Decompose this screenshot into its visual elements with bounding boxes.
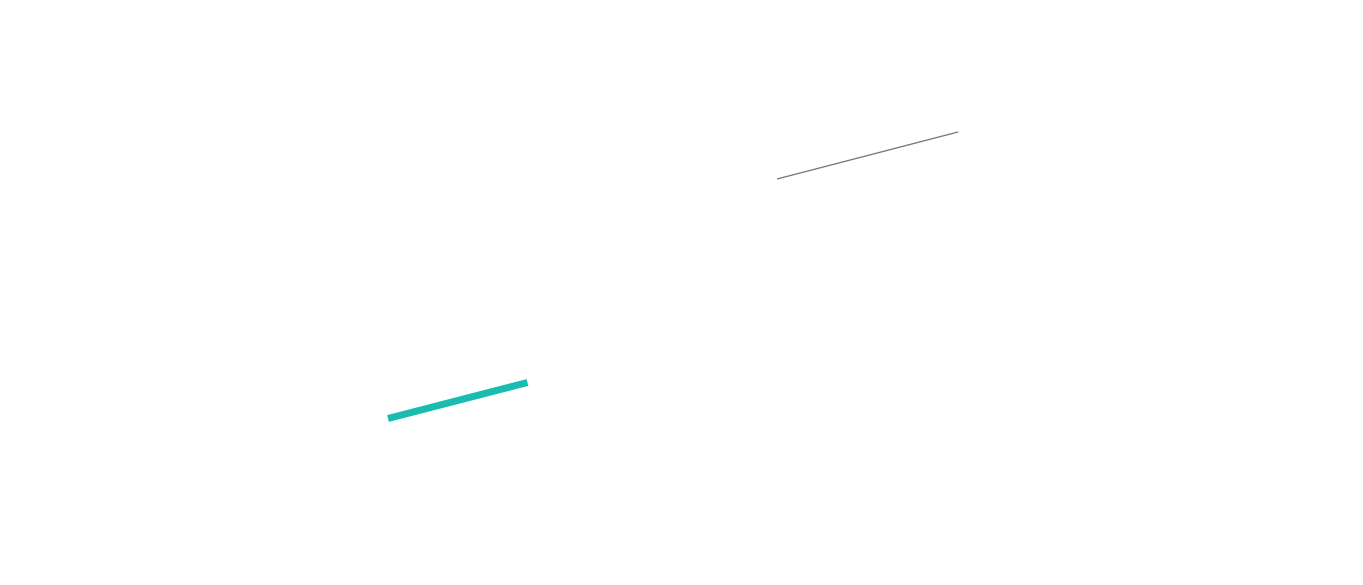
thin-gray-line [776,131,959,180]
thick-teal-line [387,379,529,422]
